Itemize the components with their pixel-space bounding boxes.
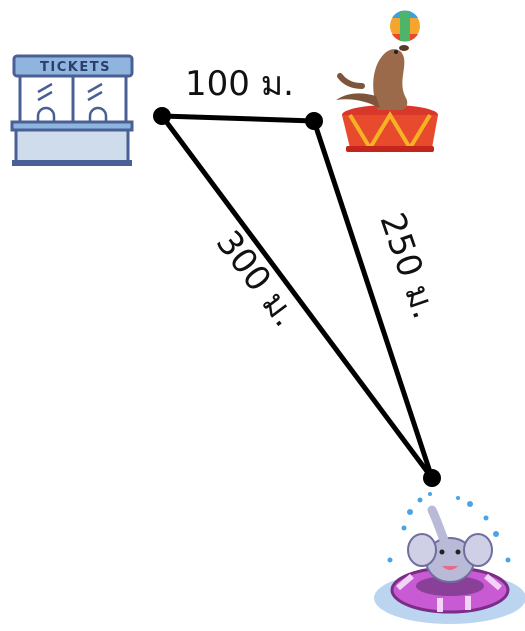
triangle-edges	[159, 113, 435, 481]
vertex-seal-show	[305, 112, 323, 130]
label-booth-to-seal: 100 ม.	[185, 64, 294, 104]
ticket-sign-text: TICKETS	[40, 60, 111, 75]
edge-seal-to-elephant	[311, 118, 435, 481]
circus-seal-icon	[336, 10, 438, 152]
ticket-booth-icon: TICKETS	[10, 54, 134, 166]
edge-booth-to-elephant	[159, 113, 435, 481]
vertex-elephant-pool	[423, 469, 441, 487]
label-seal-to-elephant: 250 ม.	[371, 208, 444, 324]
elephant-swim-ring-icon	[374, 492, 525, 624]
edge-booth-to-seal	[159, 113, 317, 124]
vertex-ticket-booth	[153, 107, 171, 125]
